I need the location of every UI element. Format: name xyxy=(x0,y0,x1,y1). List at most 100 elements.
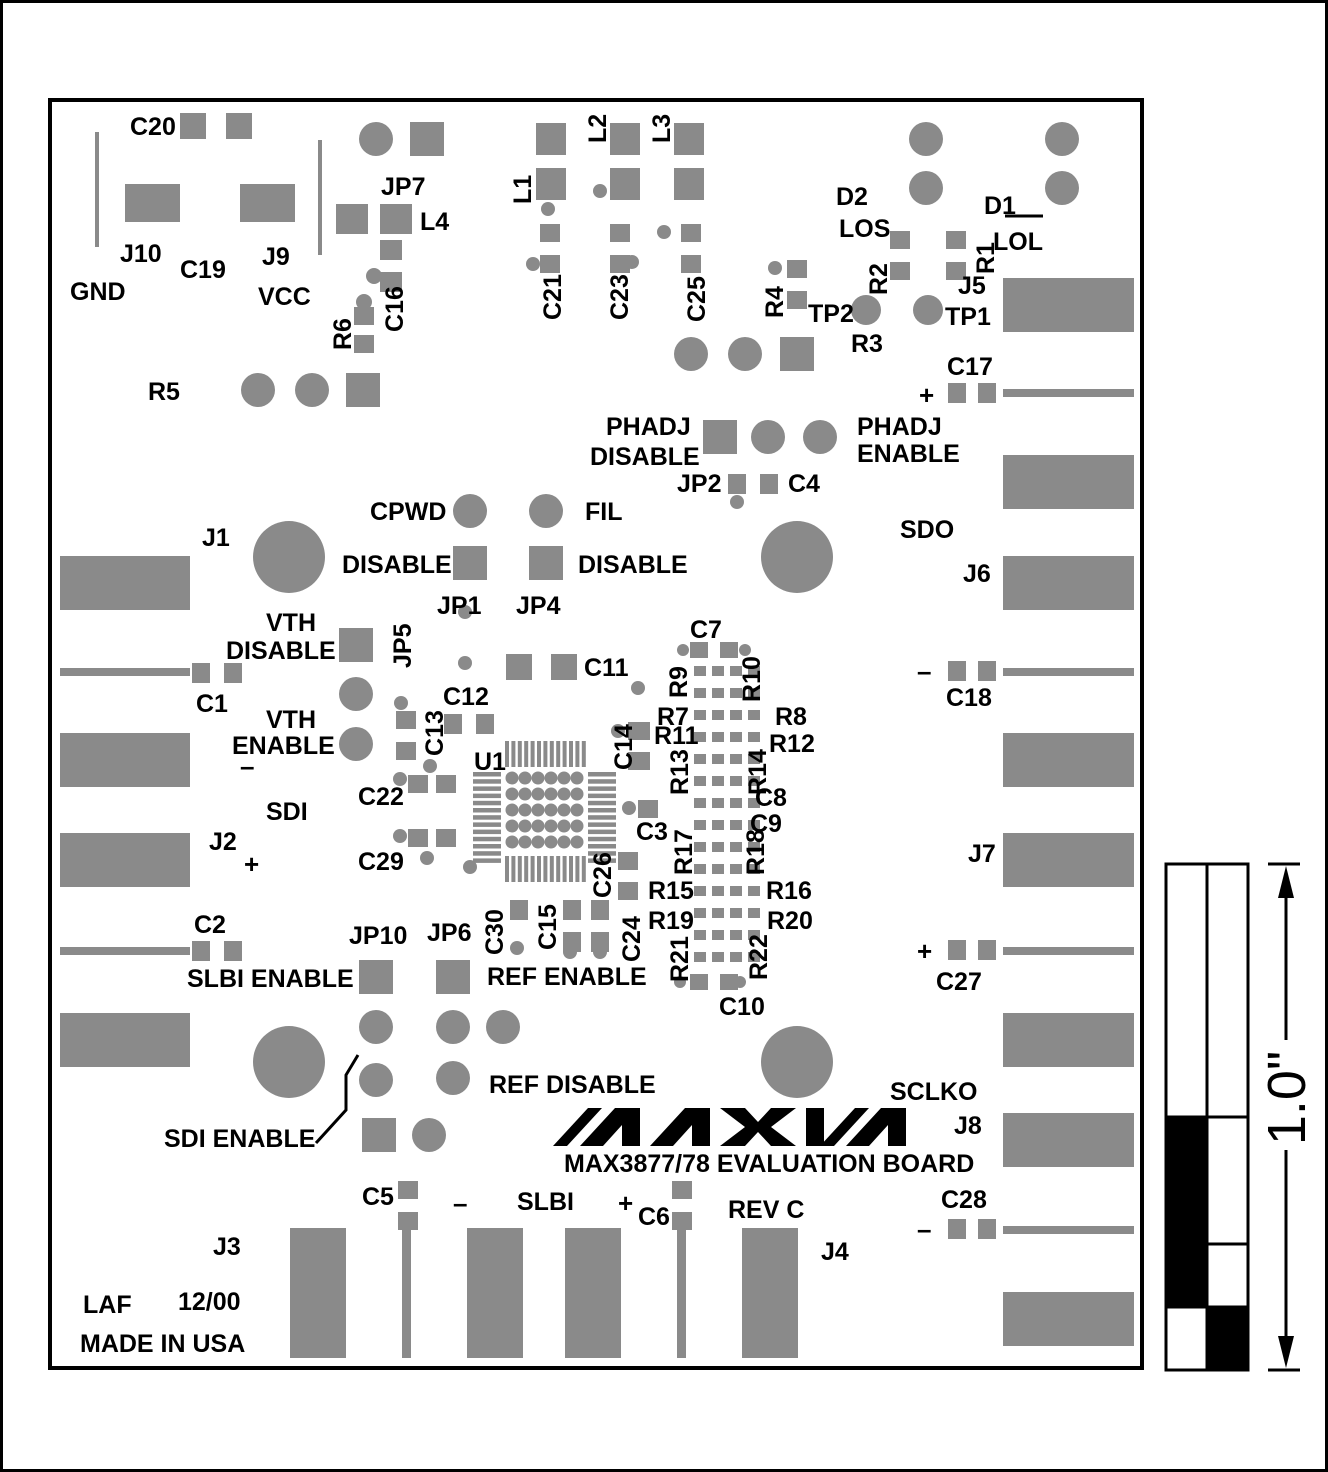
resistor-pad xyxy=(748,952,760,962)
label-r19: R19 xyxy=(648,907,694,935)
label-plus-4: + xyxy=(618,1188,633,1218)
sdi-enable-leader xyxy=(314,1054,360,1145)
label-r6: R6 xyxy=(329,318,357,350)
u1-pin xyxy=(505,741,509,767)
u1-pin xyxy=(549,741,554,767)
resistor-pad xyxy=(694,952,706,962)
l4-pad xyxy=(336,204,368,234)
resistor-pad xyxy=(694,864,706,874)
label-c22: C22 xyxy=(358,783,404,811)
u1-ball xyxy=(570,771,584,785)
inductor-section xyxy=(526,123,881,371)
u1-pin xyxy=(473,851,501,856)
resistor-pad xyxy=(748,842,760,852)
resistor-pad xyxy=(694,688,706,698)
jp10-pin-sq xyxy=(359,960,393,994)
label-phadj-disable: DISABLE xyxy=(590,443,700,471)
l1-pad xyxy=(536,123,566,155)
via xyxy=(611,724,625,738)
resistor-pad xyxy=(730,842,742,852)
resistor-pad xyxy=(730,798,742,808)
jp10-pin xyxy=(359,1010,393,1044)
label-c26: C26 xyxy=(589,852,617,898)
label-phadj: PHADJ xyxy=(606,413,691,441)
board-outline xyxy=(48,98,1144,1370)
r2-pad xyxy=(890,262,910,280)
c7-pad xyxy=(690,642,708,658)
label-c20: C20 xyxy=(130,113,176,141)
u1-pin xyxy=(473,829,501,835)
j2-trace xyxy=(60,947,190,955)
u1-pin xyxy=(473,793,501,799)
c21-pad xyxy=(540,224,560,242)
j1-pad-2 xyxy=(60,733,190,787)
phadj-section xyxy=(703,420,837,509)
c28-pad xyxy=(978,1219,996,1239)
board-date: 12/00 xyxy=(178,1288,241,1316)
resistor-pad xyxy=(748,930,760,940)
resistor-pad xyxy=(730,820,742,830)
u1-pin xyxy=(537,856,541,882)
j2-pad-2 xyxy=(60,1013,190,1067)
resistor-pad xyxy=(730,886,742,896)
j1-trace xyxy=(60,668,190,676)
mount-hole xyxy=(761,521,833,593)
j3-pad-2 xyxy=(467,1228,523,1358)
d1-pin xyxy=(1045,122,1079,156)
label-slbi-enable: SLBI ENABLE xyxy=(187,965,354,993)
u1-ball xyxy=(518,803,532,817)
label-c9: C9 xyxy=(750,810,782,838)
label-c11: C11 xyxy=(584,654,629,682)
u1-pin xyxy=(569,741,573,767)
c25-pad xyxy=(681,255,701,273)
c14-pad xyxy=(628,752,650,770)
vth-section xyxy=(192,628,645,773)
label-c27: C27 xyxy=(936,968,982,996)
u1-pin xyxy=(581,856,586,882)
label-ref-disable: REF DISABLE xyxy=(489,1071,656,1099)
jp6-pin-sq xyxy=(436,960,470,994)
c20-pad xyxy=(180,113,206,139)
label-cpwd: CPWD xyxy=(370,498,446,526)
led-section xyxy=(890,122,1079,403)
u1-pin xyxy=(511,741,516,767)
resistor-pad xyxy=(748,754,760,764)
resistor-pad xyxy=(712,886,724,896)
c2-pad xyxy=(224,941,242,961)
label-c12: C12 xyxy=(443,683,489,711)
via xyxy=(394,696,408,710)
c10-pad xyxy=(720,974,738,990)
resistor-pad xyxy=(712,930,724,940)
u1-ball xyxy=(570,835,584,849)
c17-pad xyxy=(978,383,996,403)
c13-pad xyxy=(396,711,416,729)
label-c17: C17 xyxy=(947,353,993,381)
trace xyxy=(1003,389,1134,397)
c12-pad xyxy=(476,714,494,734)
resistor-pad xyxy=(712,908,724,918)
label-c5: C5 xyxy=(362,1183,394,1211)
label-r21: R21 xyxy=(666,936,694,982)
label-r15: R15 xyxy=(648,877,694,905)
bottom-edge-pads xyxy=(290,1228,798,1358)
u1-ic xyxy=(473,741,616,882)
label-plus: + xyxy=(919,380,934,410)
resistor-pad xyxy=(694,930,706,940)
resistor-pad xyxy=(748,776,760,786)
u1-ball xyxy=(531,787,545,801)
resistor-pad xyxy=(748,732,760,742)
u1-pin xyxy=(588,851,616,856)
c27-pad xyxy=(948,940,966,960)
resistor-pad xyxy=(730,666,742,676)
resistor-pad xyxy=(712,820,724,830)
label-jp1: JP1 xyxy=(437,592,482,620)
c4-pad xyxy=(760,474,778,494)
label-r1: R1 xyxy=(972,242,1000,274)
u1-pin xyxy=(473,786,501,791)
via xyxy=(631,681,645,695)
u1-pin xyxy=(588,808,616,813)
label-j3: J3 xyxy=(213,1233,241,1261)
l2-pad xyxy=(610,168,640,200)
c15-pad xyxy=(591,900,609,920)
